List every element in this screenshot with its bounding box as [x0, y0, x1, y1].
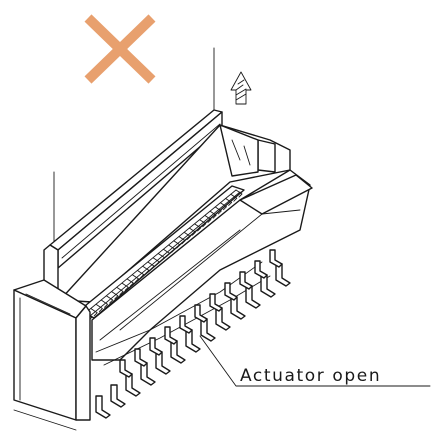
- contact-hatch-mark: [116, 287, 124, 296]
- terminal-pin: [149, 337, 163, 356]
- contact-hatch-mark: [178, 236, 186, 245]
- callout-label: Actuator open: [240, 366, 381, 386]
- contact-hatch-mark: [126, 278, 134, 287]
- connector-end-block: [13, 279, 91, 431]
- terminal-pin: [254, 260, 268, 279]
- contact-hatch-mark: [235, 189, 243, 198]
- terminal-pin: [110, 384, 126, 408]
- terminal-pin: [164, 326, 178, 345]
- terminal-pin: [95, 395, 111, 419]
- contact-hatch-mark: [137, 270, 145, 279]
- actuator: [43, 109, 223, 297]
- contact-hatch-mark: [168, 244, 176, 253]
- contact-hatch-mark: [173, 240, 181, 249]
- terminal-pin: [134, 348, 148, 367]
- contact-hatch-mark: [95, 304, 103, 312]
- terminal-pin: [194, 304, 208, 323]
- contact-hatch-mark: [132, 274, 140, 283]
- contact-hatch-mark: [163, 248, 171, 257]
- contact-hatch-mark: [183, 231, 191, 240]
- contact-hatch-mark: [147, 261, 155, 270]
- contact-hatch-mark: [121, 282, 129, 291]
- terminal-pin: [269, 249, 283, 268]
- contact-hatch-mark: [90, 308, 98, 317]
- contact-hatch-mark: [204, 214, 212, 223]
- terminal-pin: [179, 315, 193, 334]
- contact-hatch-mark: [220, 202, 227, 211]
- contact-hatch-mark: [194, 223, 202, 232]
- contact-hatch-mark: [230, 193, 238, 202]
- contact-hatch-mark: [152, 257, 160, 266]
- up-arrow-icon: [230, 71, 252, 105]
- cross-mark-icon: [84, 14, 156, 84]
- contact-hatch-mark: [209, 210, 217, 219]
- contact-hatch-mark: [225, 198, 233, 206]
- contact-hatch-mark: [214, 206, 222, 215]
- terminal-pin: [209, 293, 223, 312]
- contact-hatch-mark: [111, 291, 119, 300]
- terminal-pin: [224, 282, 238, 301]
- contact-hatch-mark: [142, 265, 150, 274]
- contact-hatch-mark: [101, 299, 108, 308]
- callout-leader: [199, 335, 431, 387]
- contact-hatch-mark: [157, 253, 165, 262]
- connector-body: [91, 169, 313, 366]
- contact-hatch-mark: [188, 227, 196, 236]
- contact-hatch-mark: [106, 295, 114, 304]
- terminal-pin: [119, 359, 133, 378]
- terminal-pin: [239, 271, 253, 290]
- terminal-pins: [95, 249, 291, 419]
- contact-hatch-mark: [199, 219, 207, 228]
